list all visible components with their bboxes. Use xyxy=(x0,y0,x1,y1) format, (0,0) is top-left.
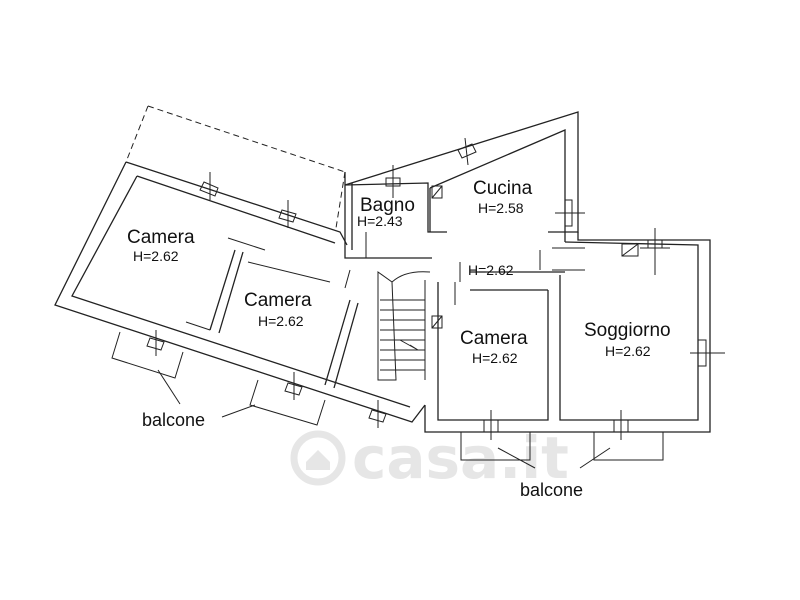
room-name: Camera xyxy=(244,290,312,311)
door-marks xyxy=(185,232,585,331)
window-marks xyxy=(146,137,725,440)
room-height: H=2.62 xyxy=(472,350,518,366)
room-height: H=2.43 xyxy=(357,213,403,229)
room-camera-3: Camera H=2.62 xyxy=(460,328,528,366)
room-height: H=2.58 xyxy=(478,200,524,216)
room-height: H=2.62 xyxy=(133,248,179,264)
room-soggiorno: Soggiorno H=2.62 xyxy=(584,320,671,359)
watermark-text: casa.it xyxy=(352,424,569,492)
dashed-roof-outline xyxy=(125,105,346,229)
room-name: Camera xyxy=(460,328,528,349)
balcony-label-right: balcone xyxy=(520,480,583,500)
room-name: Cucina xyxy=(473,178,533,199)
watermark: casa.it xyxy=(290,424,569,492)
balconies xyxy=(111,331,664,469)
room-camera-2: Camera H=2.62 xyxy=(244,290,312,329)
room-name: Camera xyxy=(127,227,195,248)
balcony-label-left: balcone xyxy=(142,410,205,430)
room-name: Soggiorno xyxy=(584,320,671,341)
room-cucina: Cucina H=2.58 xyxy=(473,178,533,216)
corridor-height: H=2.62 xyxy=(468,262,514,278)
room-name: Bagno xyxy=(360,195,415,216)
room-height: H=2.62 xyxy=(605,343,651,359)
exterior-walls xyxy=(54,111,711,433)
room-bagno: Bagno H=2.43 xyxy=(357,195,415,229)
room-camera-1: Camera H=2.62 xyxy=(127,227,195,264)
room-height: H=2.62 xyxy=(258,313,304,329)
interior-walls xyxy=(209,249,541,389)
